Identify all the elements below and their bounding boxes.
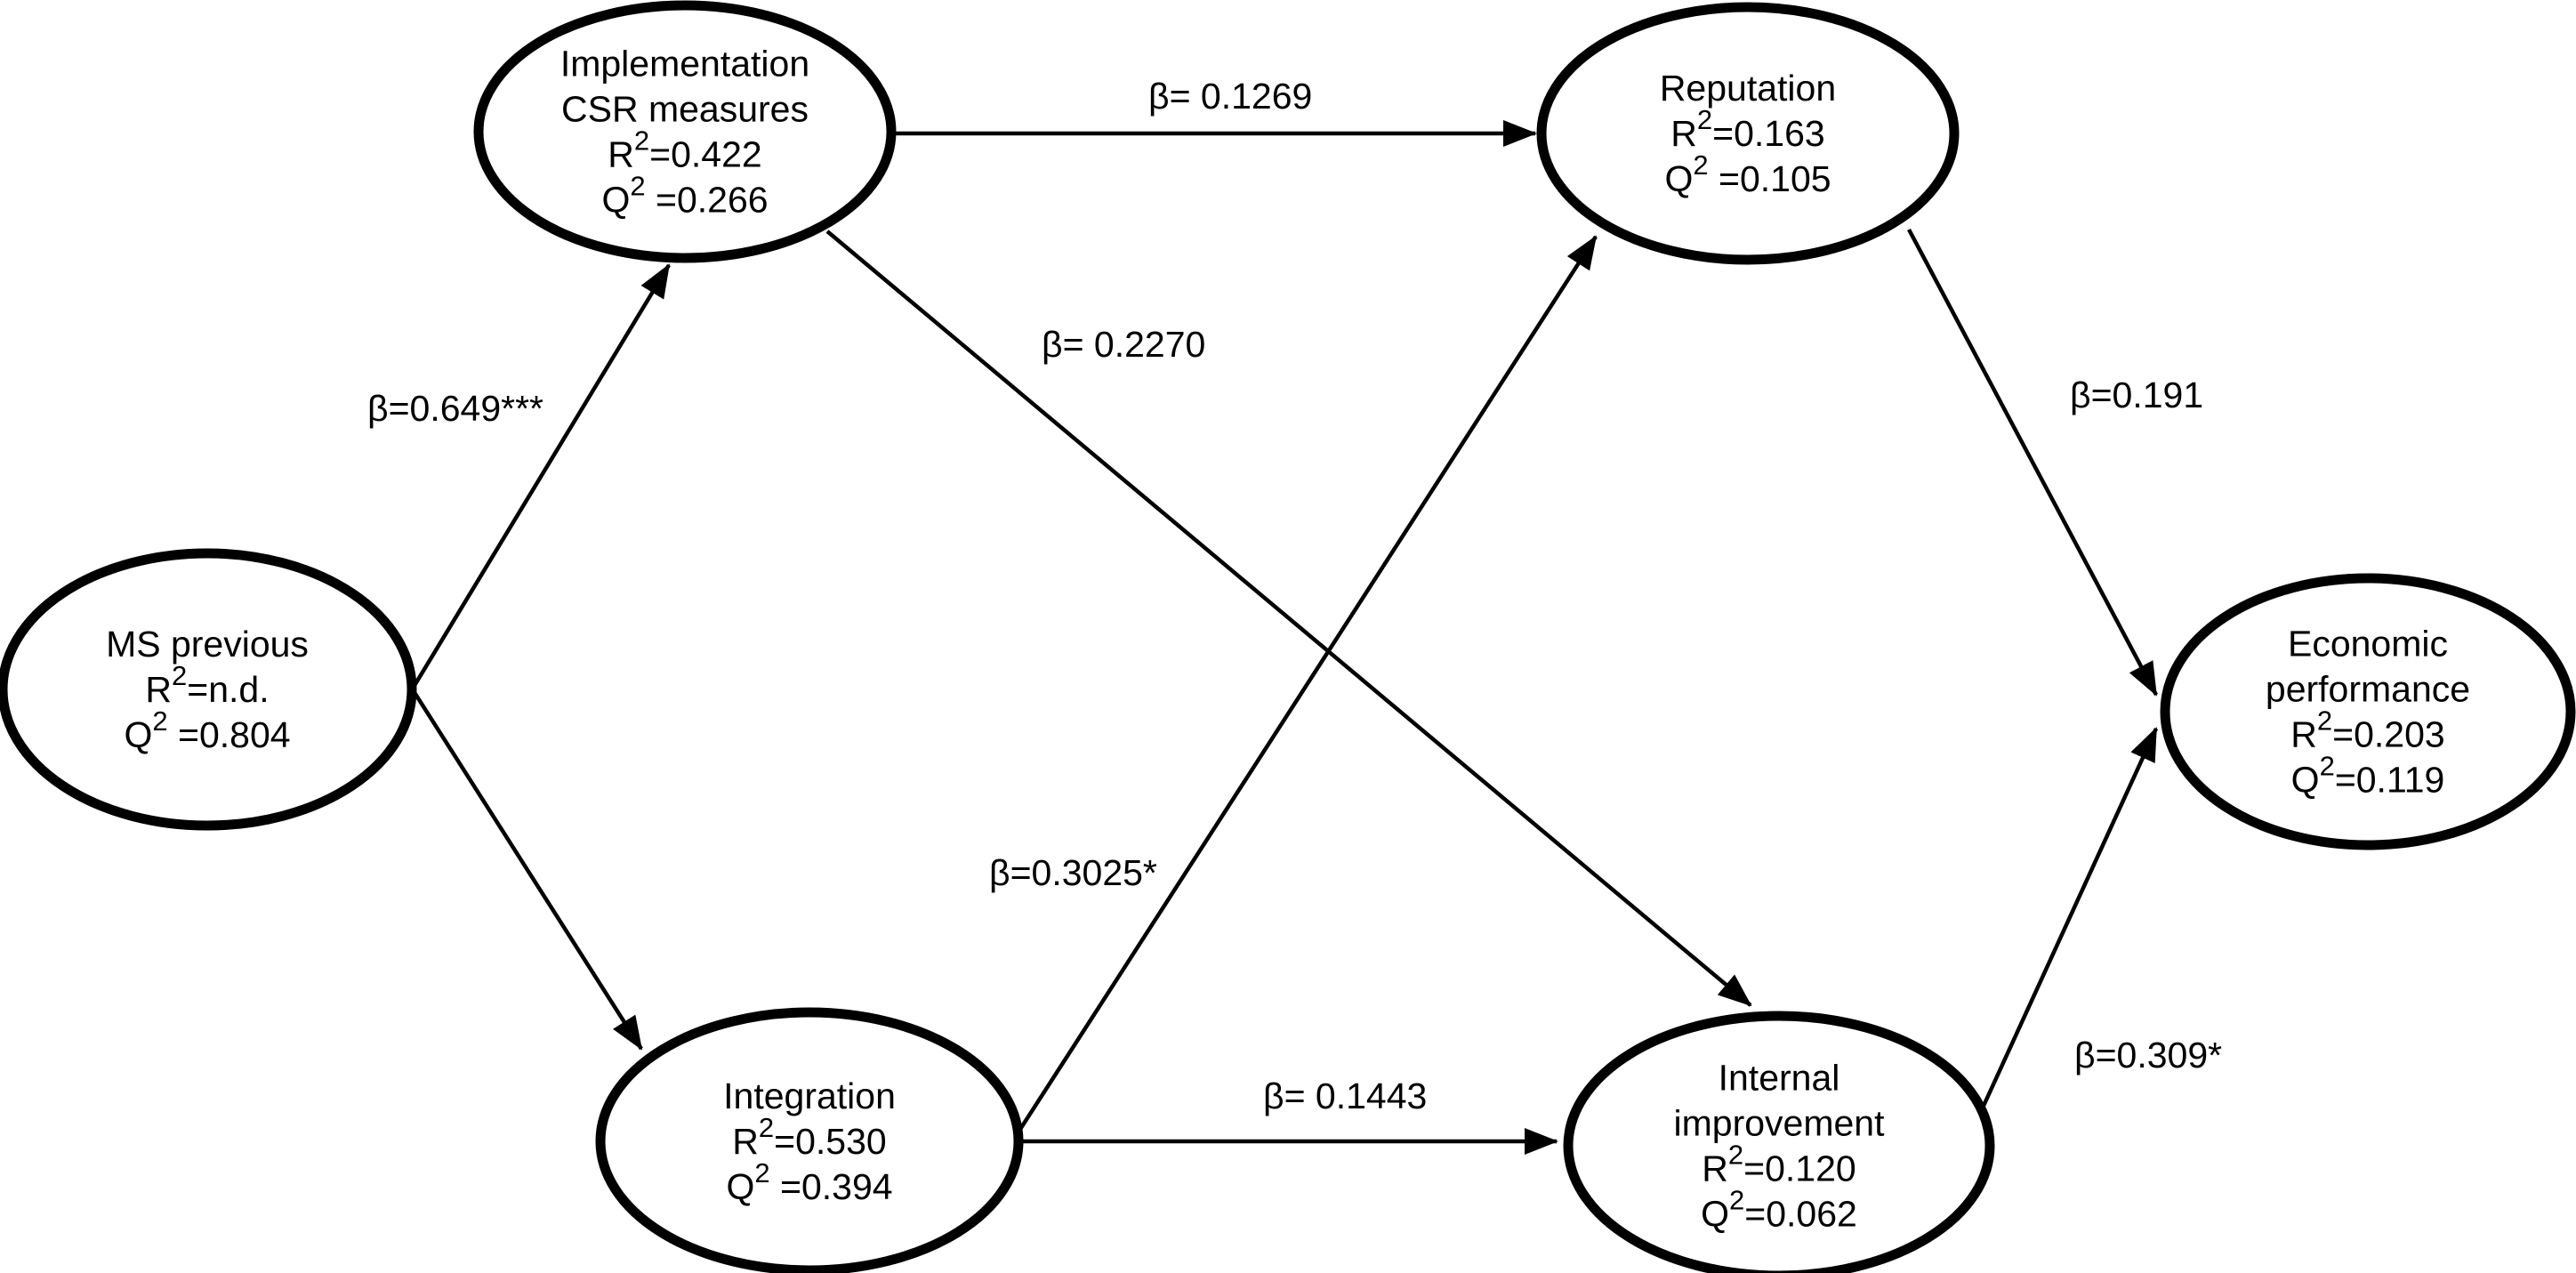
edges-layer bbox=[381, 120, 2159, 1155]
edge-ms-previous-to-integration bbox=[381, 641, 643, 1051]
node-reputation-ellipse bbox=[1536, 2, 1960, 265]
edge-implementation-to-internal bbox=[825, 230, 1752, 1007]
edge-label-internal-to-economic: β=0.309* bbox=[2074, 1035, 2222, 1076]
node-integration-ellipse bbox=[595, 1007, 1024, 1273]
edge-label-reputation-to-economic: β=0.191 bbox=[2070, 375, 2203, 415]
edge-ms-previous-to-implementation bbox=[381, 263, 671, 740]
edge-reputation-to-economic bbox=[1907, 228, 2158, 697]
edge-label-integration-to-internal: β= 0.1443 bbox=[1263, 1076, 1427, 1116]
edge-label-ms-previous-to-implementation: β=0.649*** bbox=[367, 388, 543, 429]
edge-internal-to-economic bbox=[1981, 727, 2159, 1107]
node-ms-previous-ellipse bbox=[0, 548, 417, 831]
edge-label-integration-to-reputation: β=0.3025* bbox=[989, 852, 1157, 893]
edge-labels-layer: β=0.649*** β= 0.1269 β= 0.2270 β=0.3025* β= … bbox=[367, 76, 2222, 1116]
edge-integration-to-reputation bbox=[1014, 235, 1598, 1138]
node-implementation-csr-ellipse bbox=[473, 0, 897, 263]
edge-label-implementation-to-reputation: β= 0.1269 bbox=[1148, 76, 1312, 117]
edge-label-implementation-to-internal: β= 0.2270 bbox=[1042, 324, 1205, 365]
node-economic-performance-ellipse bbox=[2160, 573, 2576, 850]
node-internal-improvement-ellipse bbox=[1563, 1011, 1995, 1273]
